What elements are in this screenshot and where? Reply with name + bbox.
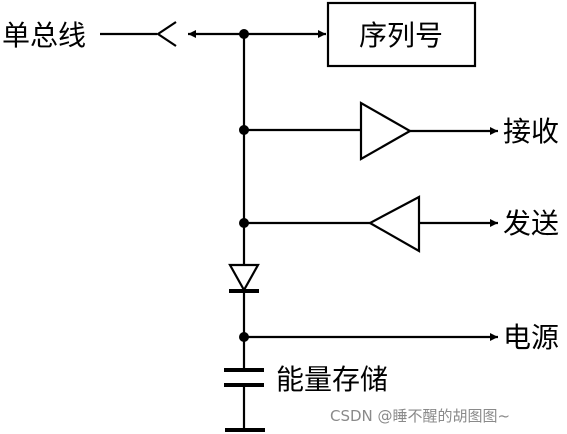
serial-number-label: 序列号 — [359, 19, 443, 52]
diode — [228, 263, 260, 293]
serial-branch: 序列号 — [188, 1, 477, 68]
receive-label: 接收 — [503, 115, 559, 148]
bus-connector: 单总线 — [2, 19, 177, 52]
send-label: 发送 — [503, 207, 559, 240]
connector-symbol — [156, 21, 177, 47]
receive-branch: 接收 — [244, 101, 559, 161]
power-label: 电源 — [503, 321, 559, 354]
junction-dot-top — [239, 29, 249, 39]
power-branch: 电源 — [244, 321, 559, 354]
watermark: CSDN @睡不醒的胡图图~ — [330, 407, 510, 425]
energy-storage-label: 能量存储 — [276, 363, 388, 396]
bus-label: 单总线 — [2, 19, 86, 52]
diode-triangle — [228, 263, 260, 293]
serial-number-box — [326, 1, 477, 68]
receive-buffer-triangle — [359, 101, 413, 161]
send-branch: 发送 — [244, 195, 559, 253]
send-buffer-triangle — [367, 195, 421, 253]
energy-storage-capacitor: 能量存储 — [224, 363, 388, 432]
